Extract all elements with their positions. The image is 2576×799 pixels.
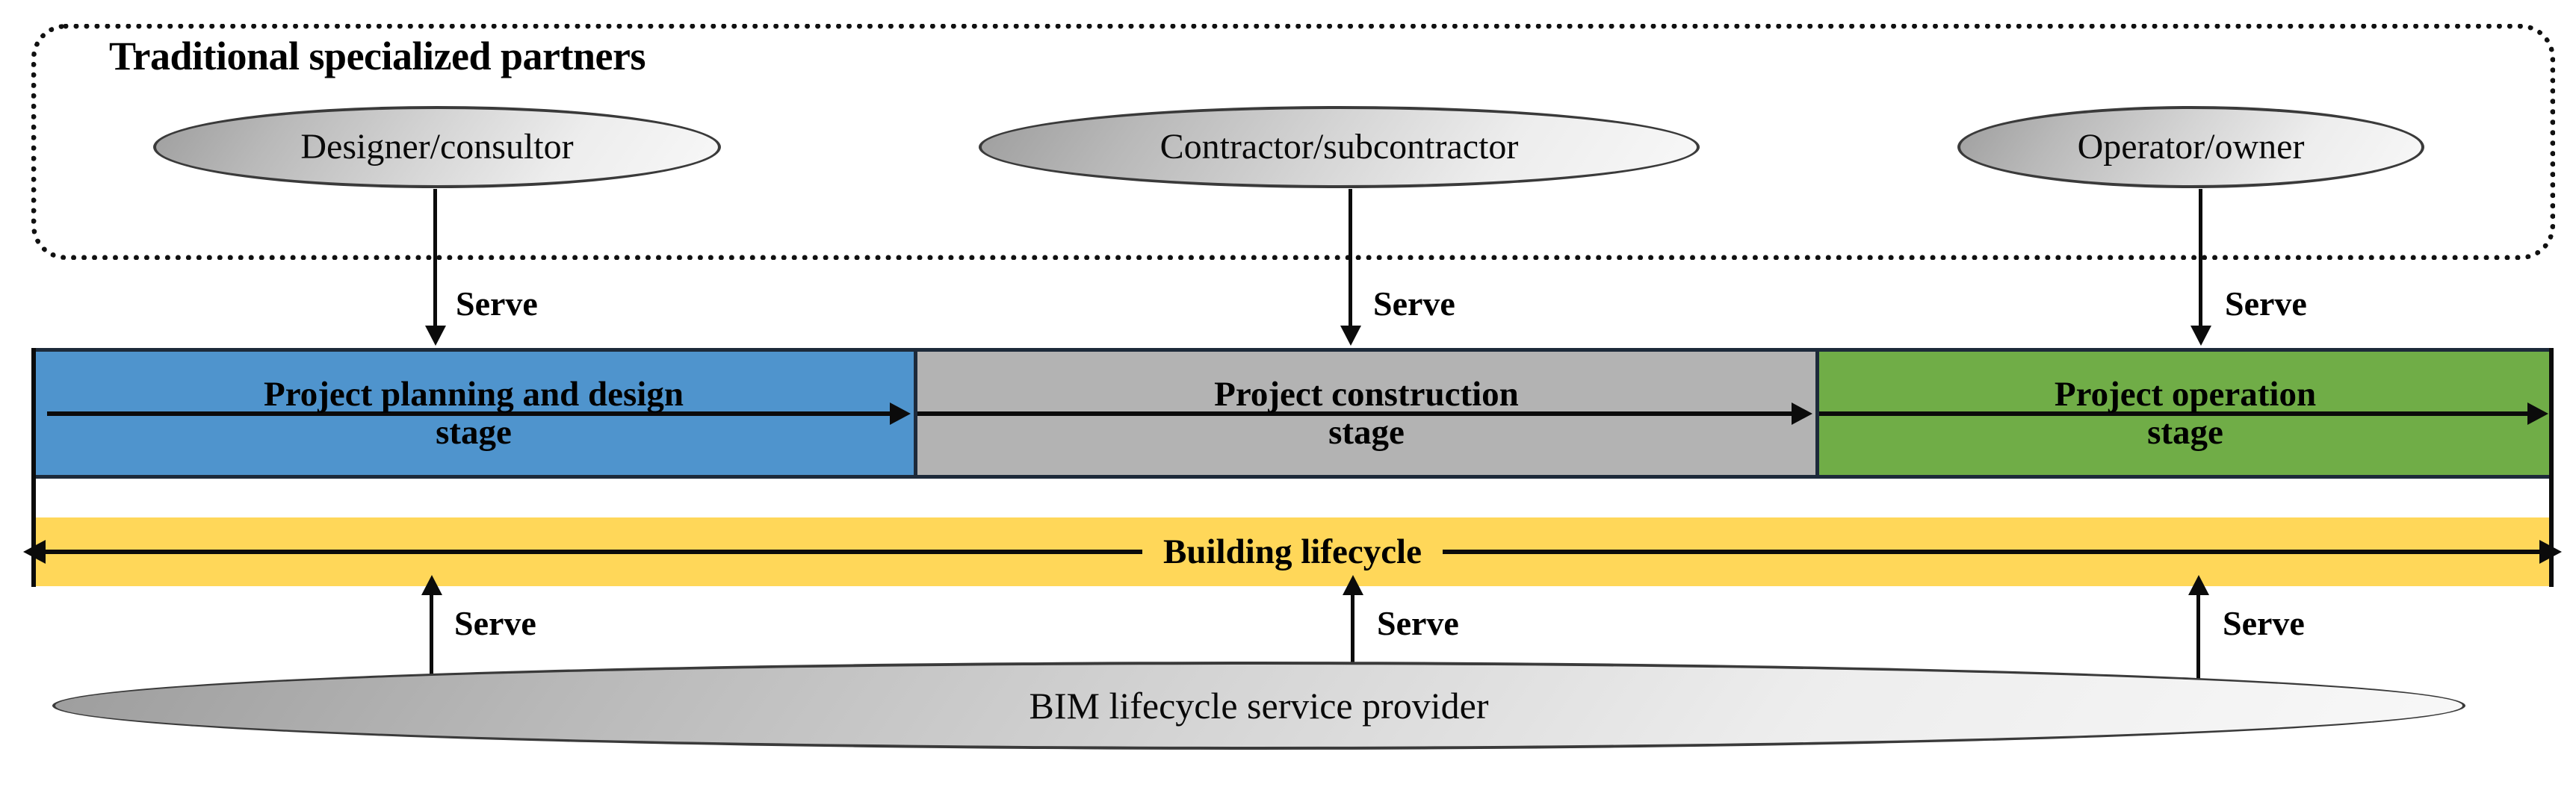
serve-label-contractor: Serve [1373, 285, 1455, 323]
stage-project-planning-and-design[interactable]: Project planning and design stage [34, 348, 917, 479]
serve-label-provider-mid: Serve [1377, 604, 1459, 642]
serve-arrow-provider-to-planning [430, 594, 433, 682]
stage-flow-arrow-operation [1819, 411, 2530, 416]
node-bim-lifecycle-service-provider-label: BIM lifecycle service provider [1029, 685, 1489, 727]
stage-flow-arrow-construction [917, 411, 1795, 416]
traditional-partners-label: Traditional specialized partners [109, 34, 645, 78]
node-contractor-subcontractor-label: Contractor/subcontractor [1159, 127, 1519, 167]
serve-arrow-operator-to-operation [2199, 189, 2202, 327]
node-designer-consultor-label: Designer/consultor [300, 127, 574, 167]
serve-arrow-provider-to-construction [1351, 594, 1354, 682]
building-lifecycle-label: Building lifecycle [1142, 532, 1443, 572]
lifecycle-frame-rule-right [2549, 348, 2554, 587]
node-operator-owner-label: Operator/owner [2077, 127, 2305, 167]
stage-planning-line1: Project planning and design [264, 374, 684, 414]
stage-operation-line1: Project operation [2054, 374, 2317, 414]
serve-label-provider-right: Serve [2223, 604, 2305, 642]
stage-project-operation[interactable]: Project operation stage [1815, 348, 2551, 479]
building-lifecycle-bar[interactable]: Building lifecycle [34, 517, 2551, 586]
stage-operation-line2: stage [2147, 412, 2223, 452]
lifecycle-frame-rule-left [31, 348, 36, 587]
node-contractor-subcontractor[interactable]: Contractor/subcontractor [979, 106, 1700, 188]
serve-label-designer: Serve [456, 285, 538, 323]
stage-construction-line2: stage [1328, 412, 1405, 452]
traditional-partners-group [31, 24, 2555, 260]
project-stage-row: Project planning and design stage Projec… [34, 348, 2551, 479]
serve-label-operator: Serve [2225, 285, 2307, 323]
node-bim-lifecycle-service-provider[interactable]: BIM lifecycle service provider [52, 662, 2465, 750]
serve-arrow-provider-to-operation [2196, 594, 2200, 682]
stage-project-construction[interactable]: Project construction stage [917, 348, 1815, 479]
serve-label-provider-left: Serve [454, 604, 536, 642]
node-designer-consultor[interactable]: Designer/consultor [153, 106, 721, 188]
serve-arrow-contractor-to-construction [1349, 189, 1352, 327]
stage-flow-arrow-planning [47, 411, 893, 416]
node-operator-owner[interactable]: Operator/owner [1957, 106, 2424, 188]
stage-planning-line2: stage [436, 412, 512, 452]
serve-arrow-designer-to-planning [433, 189, 437, 327]
stage-construction-line1: Project construction [1214, 374, 1519, 414]
